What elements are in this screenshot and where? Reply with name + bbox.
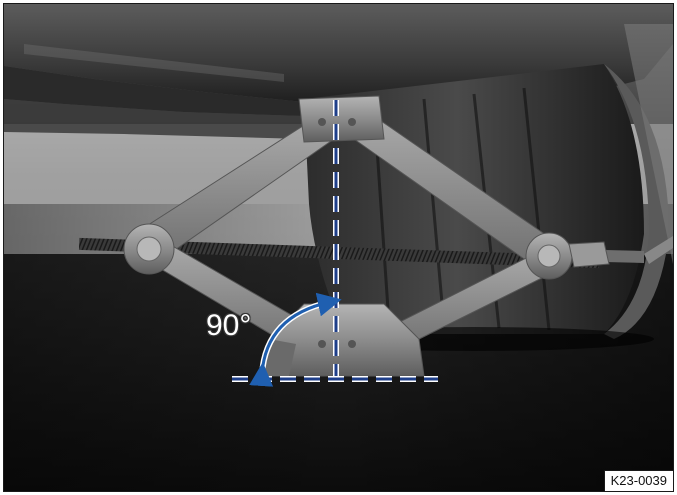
angle-label: 90°	[206, 309, 252, 342]
figure-code-label: K23-0039	[603, 470, 673, 491]
jack-placement-illustration	[4, 4, 673, 491]
jack-head	[298, 95, 385, 143]
illustration-frame: 90° K23-0039	[3, 3, 674, 492]
